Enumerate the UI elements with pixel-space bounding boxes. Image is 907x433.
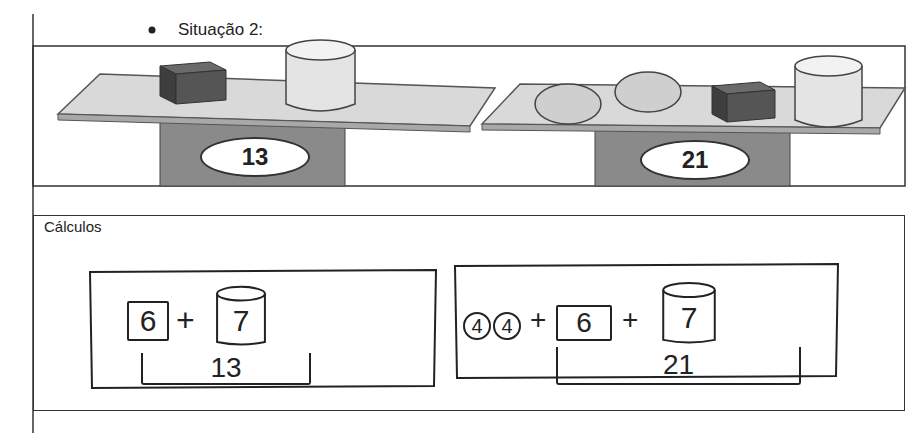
scale-value: 21 [640, 140, 750, 180]
value-text: 21 [682, 146, 709, 174]
value-text: 21 [663, 349, 694, 381]
result-base: 13 [141, 353, 311, 385]
calculations-panel: Cálculos 6 7 13 44 6 7 21 [33, 215, 905, 411]
panel-heading: Cálculos [44, 218, 102, 235]
value-text: 7 [681, 301, 698, 335]
result-base: 21 [556, 347, 801, 385]
situation-heading: Situação 2: [178, 20, 263, 40]
sphere-circle: 4 [463, 312, 491, 340]
bullet [149, 27, 156, 34]
cylinder-shape: 7 [215, 285, 267, 347]
value-text: 4 [501, 315, 512, 338]
value-text: 13 [242, 143, 269, 171]
sphere-circle: 4 [493, 312, 521, 340]
illustration-frame [33, 46, 905, 186]
plus-sign: + [622, 304, 638, 336]
plus-sign: + [530, 304, 546, 336]
value-text: 6 [576, 307, 592, 339]
cube-box: 6 [556, 305, 612, 341]
plus-sign: + [176, 302, 195, 339]
value-text: 13 [210, 352, 241, 384]
cube-box: 6 [127, 301, 169, 341]
cylinder-shape: 7 [661, 281, 717, 345]
value-text: 7 [233, 304, 250, 338]
right-scale [482, 56, 905, 186]
scale-value: 13 [200, 137, 310, 177]
value-text: 4 [471, 315, 482, 338]
value-text: 6 [140, 304, 157, 338]
calc-frame [455, 264, 838, 378]
calc-frame [90, 270, 436, 388]
left-scale [58, 40, 495, 186]
